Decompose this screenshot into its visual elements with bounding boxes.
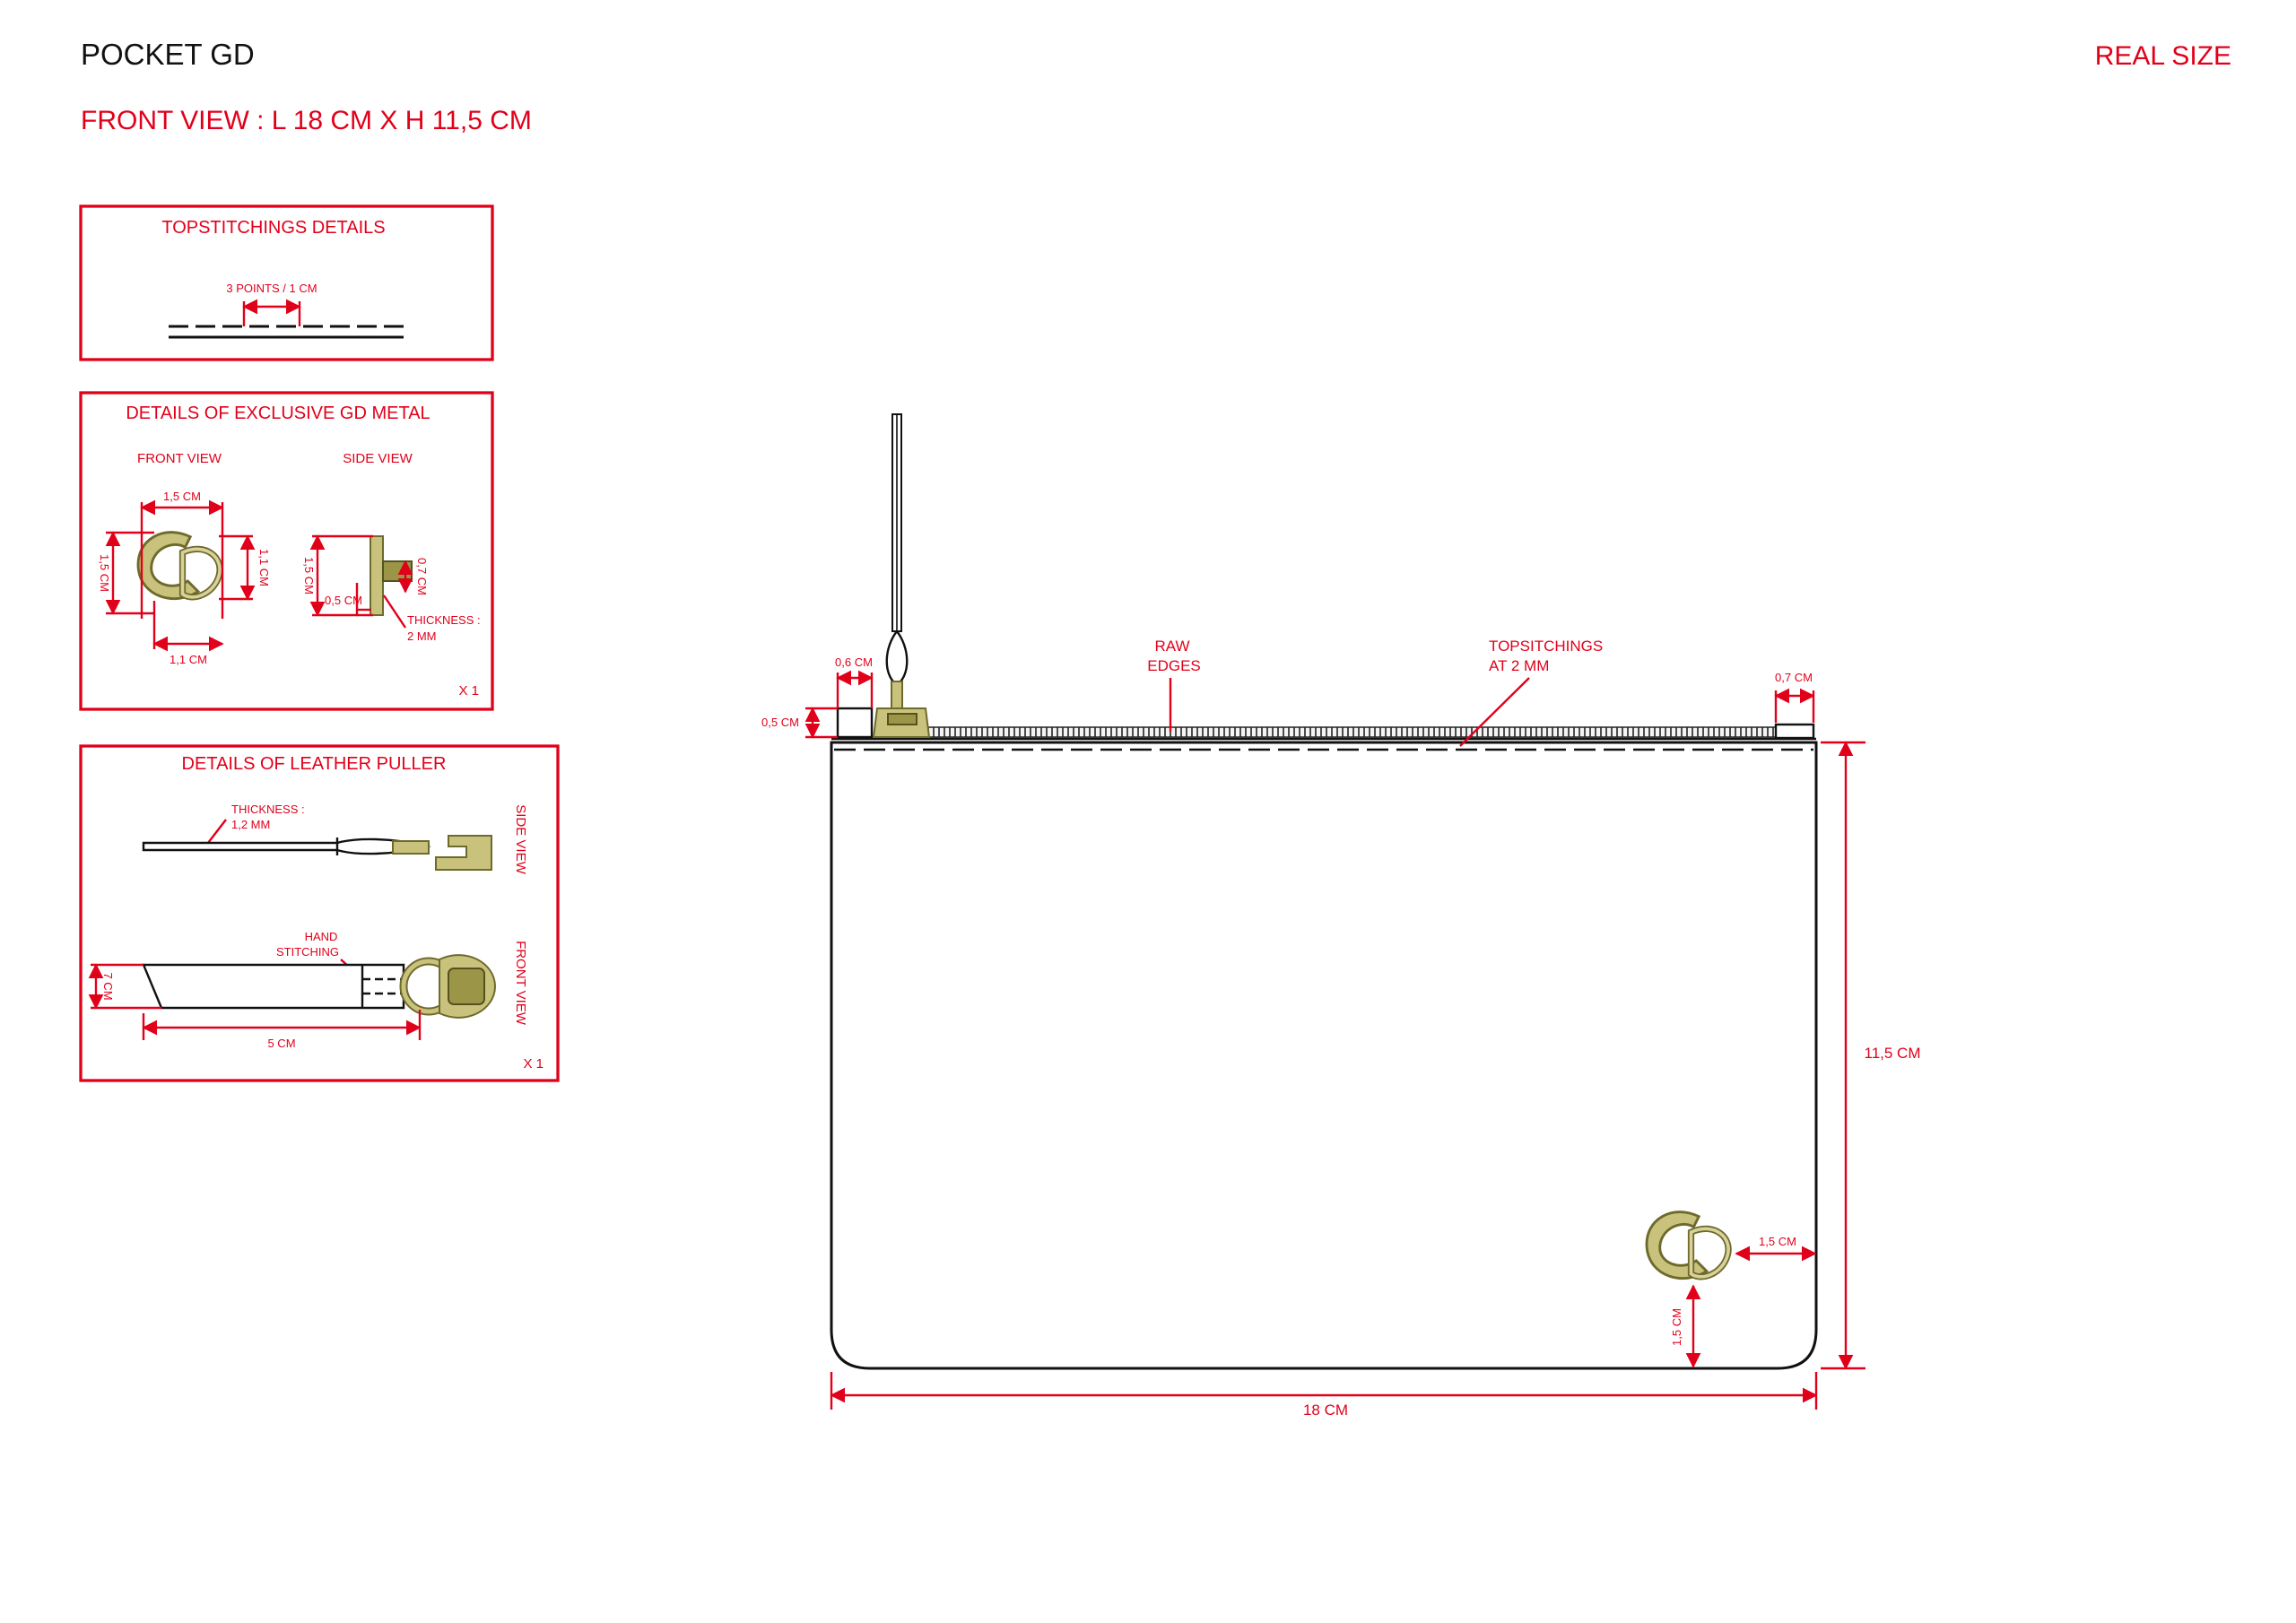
puller-thickness-label: THICKNESS : — [231, 803, 305, 816]
topstitch-panel-title: TOPSTITCHINGS DETAILS — [161, 218, 385, 238]
topstitchings-label-line2: AT 2 MM — [1489, 657, 1549, 674]
topstitch-panel-frame — [79, 204, 494, 361]
metal-side-right-label: 0,7 CM — [415, 558, 429, 595]
puller-quantity: X 1 — [523, 1056, 544, 1072]
front-view-dimensions: FRONT VIEW : L 18 CM X H 11,5 CM — [81, 106, 532, 135]
metal-front-width-label: 1,5 CM — [163, 490, 201, 503]
metal-front-height-label: 1,5 CM — [98, 554, 111, 592]
puller-panel-title: DETAILS OF LEATHER PULLER — [182, 754, 447, 774]
tab-right-width-label: 0,7 CM — [1775, 671, 1813, 684]
thickness-leader — [383, 595, 406, 629]
pouch-width-label: 18 CM — [1303, 1402, 1348, 1419]
puller-ring-side — [392, 840, 430, 855]
puller-link — [891, 681, 903, 709]
metal-thickness-label: THICKNESS : — [407, 613, 481, 627]
zipper-teeth — [923, 726, 1777, 738]
zip-slider-body — [448, 968, 485, 1005]
zip-slider-plate — [887, 713, 918, 725]
metal-front-inner-height-label: 1,1 CM — [257, 549, 271, 586]
metal-thickness-value: 2 MM — [407, 629, 437, 643]
puller-width-label: 7 CM — [101, 972, 115, 1000]
stitch-spacing-label: 3 POINTS / 1 CM — [226, 282, 317, 295]
raw-edges-label-line1: RAW — [1154, 638, 1189, 655]
puller-strap-front — [142, 963, 405, 1010]
metal-front-bottom-label: 1,1 CM — [170, 653, 207, 666]
page-title: POCKET GD — [81, 38, 255, 71]
raw-edges-label-line2: EDGES — [1147, 657, 1201, 674]
metal-side-bar — [370, 535, 384, 616]
puller-panel-frame — [79, 744, 560, 1082]
puller-length-label: 5 CM — [267, 1037, 295, 1050]
tab-left-width-label: 0,6 CM — [835, 655, 873, 669]
metal-panel-title: DETAILS OF EXCLUSIVE GD METAL — [126, 404, 430, 423]
metal-side-height-label: 1,5 CM — [302, 557, 316, 595]
puller-front-view-label: FRONT VIEW — [513, 941, 528, 1026]
metal-quantity: X 1 — [458, 683, 479, 699]
pouch-body — [830, 741, 1818, 1370]
real-size-label: REAL SIZE — [2095, 41, 2231, 71]
topstitchings-leader — [1459, 677, 1530, 747]
puller-thickness-value: 1,2 MM — [231, 818, 270, 831]
metal-front-view-label: FRONT VIEW — [137, 451, 222, 466]
zip-slider-side-icon — [435, 835, 492, 871]
logo-right-offset-label: 1,5 CM — [1759, 1235, 1796, 1248]
metal-panel: DETAILS OF EXCLUSIVE GD METAL FRONT VIEW… — [79, 391, 494, 711]
metal-panel-frame — [79, 391, 494, 711]
tab-left-height-label: 0,5 CM — [761, 716, 799, 729]
logo-bottom-offset-label: 1,5 CM — [1670, 1308, 1683, 1346]
puller-thickness-leader — [207, 819, 227, 844]
zip-end-tab-left — [836, 707, 874, 739]
gd-logo-icon — [138, 533, 220, 599]
metal-side-view-label: SIDE VIEW — [343, 451, 413, 466]
puller-panel: DETAILS OF LEATHER PULLER THICKNESS : 1,… — [79, 744, 560, 1082]
puller-stitching-label: STITCHING — [276, 945, 339, 959]
pouch-height-label: 11,5 CM — [1865, 1045, 1921, 1062]
puller-side-view-label: SIDE VIEW — [513, 804, 528, 874]
topstitch-panel: TOPSTITCHINGS DETAILS 3 POINTS / 1 CM — [79, 204, 494, 361]
puller-loop — [885, 629, 909, 687]
metal-side-peg — [382, 560, 413, 582]
pouch-drawing: RAW EDGES TOPSITCHINGS AT 2 MM 0,6 CM 0,… — [761, 413, 1921, 1419]
puller-hand-label: HAND — [305, 930, 338, 943]
puller-strap-side — [142, 838, 431, 855]
zip-end-tab-right — [1774, 723, 1815, 740]
topstitchings-label-line1: TOPSITCHINGS — [1489, 638, 1603, 655]
metal-side-depth-label: 0,5 CM — [325, 594, 362, 607]
